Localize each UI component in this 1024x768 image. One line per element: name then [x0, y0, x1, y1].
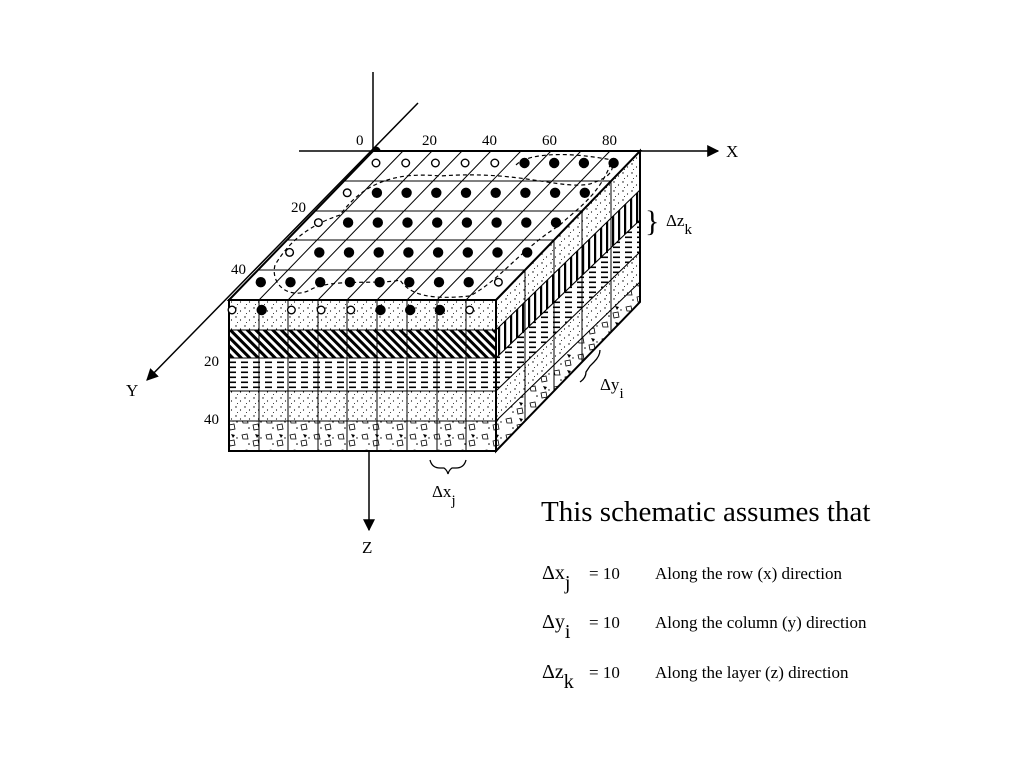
inactive-cell-marker	[227, 305, 237, 315]
active-cell-marker	[374, 277, 385, 288]
active-cell-marker	[492, 247, 503, 258]
active-cell-marker	[520, 187, 531, 199]
x-tick: 20	[422, 133, 437, 149]
active-cell-marker	[460, 187, 472, 199]
active-cell-marker	[375, 304, 386, 316]
side-face	[495, 148, 641, 454]
active-cell-marker	[432, 217, 443, 228]
boundary-line	[273, 153, 614, 298]
spacing-value: = 10	[589, 564, 620, 583]
active-cell-marker	[550, 217, 562, 228]
active-cell-marker	[401, 187, 412, 199]
active-cell-marker	[344, 277, 356, 288]
inactive-cell-marker	[313, 218, 323, 228]
active-cell-marker	[579, 187, 590, 199]
active-cell-marker	[491, 217, 502, 228]
inactive-cell-marker	[490, 158, 500, 168]
y-axis-label: Y	[126, 381, 138, 400]
inactive-cell-marker	[430, 158, 440, 168]
spacing-value: = 10	[589, 663, 620, 682]
active-cell-marker	[285, 277, 296, 288]
x-axis-label: X	[726, 142, 738, 161]
inactive-cell-marker	[285, 247, 295, 257]
active-cell-marker	[404, 277, 415, 288]
dx-label: Δxj	[432, 482, 456, 509]
inactive-cell-marker	[465, 305, 475, 315]
inactive-cell-marker	[371, 158, 381, 168]
active-cell-marker	[315, 277, 326, 288]
active-cell-marker	[462, 247, 473, 258]
active-cell-marker	[432, 247, 444, 258]
dy-brace	[579, 349, 601, 383]
active-cell-marker	[578, 157, 590, 169]
inactive-cell-marker	[342, 188, 352, 198]
inactive-cell-marker	[401, 158, 411, 168]
active-cell-marker	[519, 157, 530, 169]
spacing-description: Along the row (x) direction	[655, 564, 842, 583]
y-tick: 40	[231, 262, 246, 278]
dz-label: Δzk	[666, 211, 692, 238]
active-cell-marker	[522, 247, 533, 258]
inactive-cell-marker	[346, 305, 356, 315]
active-cell-marker	[549, 157, 560, 169]
top-face	[226, 150, 643, 316]
dz-brace: }	[645, 205, 659, 238]
spacing-symbol: Δxj	[542, 562, 571, 594]
spacing-symbol: Δzk	[542, 661, 574, 693]
x-tick: 80	[602, 133, 617, 149]
inactive-cell-marker	[316, 305, 326, 315]
z-axis-label: Z	[362, 538, 372, 557]
dx-brace	[429, 459, 467, 475]
active-cell-marker	[373, 247, 384, 258]
caption: This schematic assumes that	[541, 496, 871, 528]
z-tick: 40	[204, 412, 219, 428]
active-cell-marker	[405, 304, 416, 316]
active-cell-marker	[461, 217, 473, 228]
spacing-symbol: Δyi	[542, 611, 571, 643]
active-cell-marker	[433, 277, 445, 288]
x-tick: 60	[542, 133, 557, 149]
active-cell-marker	[342, 217, 354, 228]
active-cell-marker	[549, 187, 561, 199]
spacing-description: Along the column (y) direction	[655, 613, 867, 632]
active-cell-marker	[402, 217, 413, 228]
active-cell-marker	[343, 247, 355, 258]
z-tick: 20	[204, 354, 219, 370]
active-cell-marker	[521, 217, 532, 228]
y-tick: 20	[291, 200, 306, 216]
dy-label: Δyi	[600, 375, 624, 402]
inactive-cell-marker	[460, 158, 470, 168]
x-ticks: 0 20 40 60 80	[356, 133, 617, 149]
active-cell-marker	[372, 217, 383, 228]
active-cell-marker	[403, 247, 414, 258]
active-cell-marker	[314, 247, 325, 258]
active-cell-marker	[431, 187, 442, 199]
spacing-value: = 10	[589, 613, 620, 632]
active-cell-marker	[434, 304, 446, 316]
inactive-cell-marker	[286, 305, 296, 315]
active-cell-marker	[371, 187, 383, 199]
x-tick: 40	[482, 133, 497, 149]
front-face	[228, 299, 497, 452]
active-cell-marker	[256, 304, 267, 316]
x-tick: 0	[356, 133, 364, 149]
cell-markers	[227, 157, 619, 316]
spacing-description: Along the layer (z) direction	[655, 663, 849, 682]
active-cell-marker	[463, 277, 474, 288]
active-cell-marker	[608, 157, 619, 169]
active-cell-marker	[490, 187, 501, 199]
active-cell-marker	[255, 277, 266, 288]
inactive-cell-marker	[493, 277, 503, 287]
